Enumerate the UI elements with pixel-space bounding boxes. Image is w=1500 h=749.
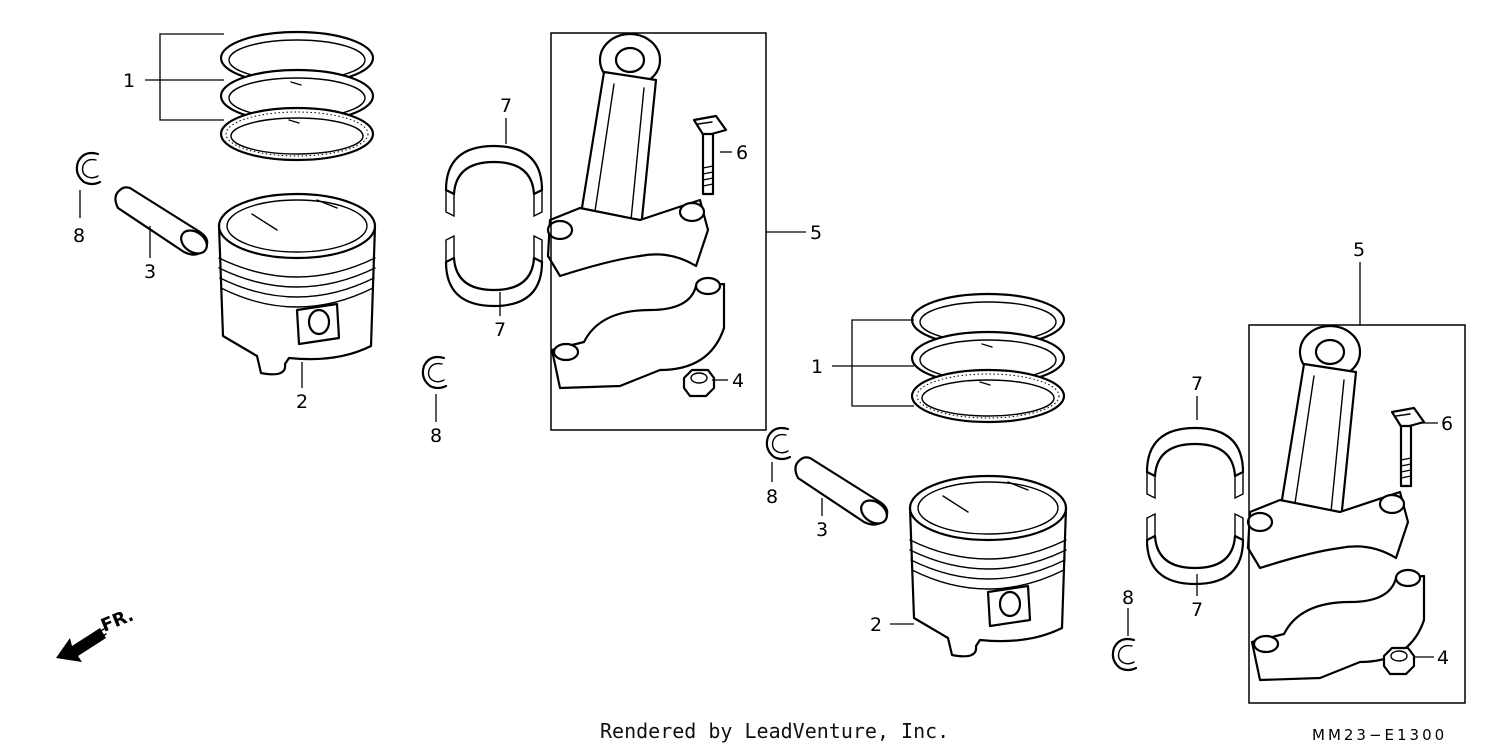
callout-8-left-lower: 8 <box>430 425 442 447</box>
bearing-lower-right[interactable] <box>1145 512 1245 586</box>
callout-7-left-lower: 7 <box>494 319 506 341</box>
right-assembly: 1 8 3 2 7 7 6 5 4 8 <box>765 239 1466 704</box>
piston-ring-set-left[interactable] <box>219 30 375 162</box>
bearing-upper-left[interactable] <box>444 144 544 218</box>
connecting-rod-right[interactable] <box>1246 324 1426 682</box>
piston-ring-set-right[interactable] <box>910 292 1066 424</box>
left-assembly: 1 8 3 2 7 7 6 5 4 8 <box>73 30 822 447</box>
callout-2-left: 2 <box>296 391 308 413</box>
callout-4-right: 4 <box>1437 647 1449 669</box>
callout-8-right-lower: 8 <box>1122 587 1134 609</box>
callout-7-right-upper: 7 <box>1191 373 1203 395</box>
callout-7-right-lower: 7 <box>1191 599 1203 621</box>
clip-lower-right[interactable] <box>1111 637 1138 672</box>
callout-3-left: 3 <box>144 261 156 283</box>
footer-credit: Rendered by LeadVenture, Inc. <box>600 719 949 743</box>
callout-7-left-upper: 7 <box>500 95 512 117</box>
callout-3-right: 3 <box>816 519 828 541</box>
front-direction-indicator: FR. <box>56 605 137 662</box>
piston-right[interactable] <box>908 474 1068 658</box>
connecting-rod-left[interactable] <box>546 32 726 390</box>
bearing-upper-right[interactable] <box>1145 426 1245 500</box>
piston-left[interactable] <box>217 192 377 376</box>
callout-5-right: 5 <box>1353 239 1365 261</box>
bolt-right[interactable] <box>1390 406 1426 488</box>
piston-pin-left[interactable] <box>114 186 213 260</box>
callout-6-right: 6 <box>1441 413 1453 435</box>
callout-8-left-upper: 8 <box>73 225 85 247</box>
callout-2-right: 2 <box>870 614 882 636</box>
rod-assy-box-right <box>1248 324 1466 704</box>
nut-left[interactable] <box>682 368 716 398</box>
bearing-lower-left[interactable] <box>444 234 544 308</box>
callout-8-right-upper: 8 <box>766 486 778 508</box>
diagram-code: MM23−E1300 <box>1312 726 1447 744</box>
callout-4-left: 4 <box>732 370 744 392</box>
front-label: FR. <box>98 605 137 637</box>
clip-upper-left[interactable] <box>75 151 102 186</box>
bolt-left[interactable] <box>692 114 728 196</box>
callout-5-left: 5 <box>810 222 822 244</box>
piston-pin-right[interactable] <box>794 456 893 530</box>
clip-lower-left[interactable] <box>421 355 448 390</box>
callout-6-left: 6 <box>736 142 748 164</box>
front-arrow-icon <box>56 628 106 662</box>
clip-upper-right[interactable] <box>765 426 792 461</box>
nut-right[interactable] <box>1382 646 1416 676</box>
callout-1-left: 1 <box>123 70 135 92</box>
callout-1-right: 1 <box>811 356 823 378</box>
